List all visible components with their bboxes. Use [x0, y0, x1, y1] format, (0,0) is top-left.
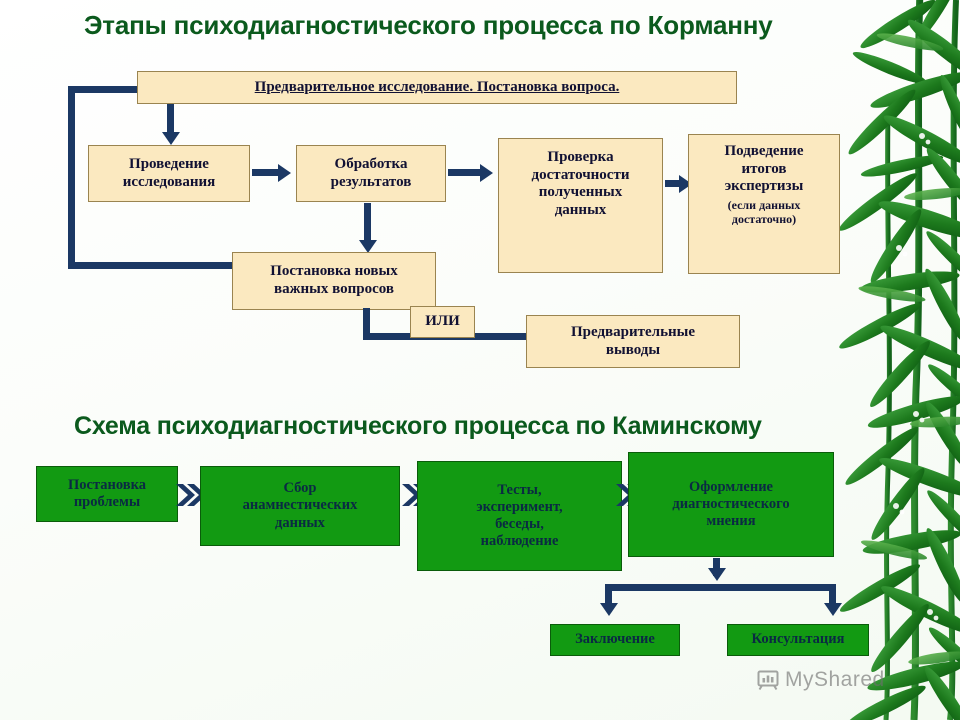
box-process-results-label: Обработка результатов — [330, 155, 412, 190]
arrow-head-process-to-newquestions — [358, 240, 377, 253]
arrow-stem-check-to-summary — [665, 180, 683, 187]
bamboo-plant-decoration — [838, 0, 960, 720]
split-bus-horizontal — [605, 584, 836, 591]
watermark: MyShared — [757, 668, 885, 692]
arrow-head-preliminary-to-conduct — [161, 132, 180, 145]
arrow-stem-preliminary-to-conduct — [167, 104, 174, 134]
box-process-results[interactable]: Обработка результатов — [296, 145, 446, 202]
box-conduct-study-label: Проведение исследования — [122, 155, 216, 190]
box-new-important-questions-label: Постановка новых важных вопросов — [270, 263, 398, 297]
box-problem-statement-label: Постановка проблемы — [68, 476, 146, 510]
arrow-stem-opinion-down — [713, 558, 720, 576]
arrow-head-consultation — [823, 603, 842, 616]
box-consultation[interactable]: Консультация — [727, 624, 869, 656]
box-preliminary-conclusions[interactable]: Предварительные выводы — [526, 315, 740, 368]
box-summary-of-expertise-sublabel: (если данных достаточно) — [727, 198, 801, 227]
box-consultation-label: Консультация — [751, 631, 845, 648]
box-conduct-study[interactable]: Проведение исследования — [88, 145, 250, 202]
connector-newquestions-down — [363, 308, 370, 340]
box-preliminary-study-label: Предварительное исследование. Постановка… — [254, 78, 620, 95]
arrow-head-process-to-check — [480, 163, 493, 182]
arrow-stem-process-to-newquestions — [364, 203, 371, 241]
box-anamnesis-collection[interactable]: Сбор анамнестических данных — [200, 466, 400, 546]
presentation-chart-icon — [757, 670, 779, 691]
box-new-important-questions[interactable]: Постановка новых важных вопросов — [232, 252, 436, 310]
diagram1-title: Этапы психодиагностического процесса по … — [84, 10, 773, 40]
box-diagnostic-opinion[interactable]: Оформление диагностического мнения — [628, 452, 834, 557]
diagram2-title: Схема психодиагностического процесса по … — [74, 412, 762, 440]
arrow-stem-process-to-check — [448, 169, 482, 176]
box-tests-experiment-label: Тесты, эксперимент, беседы, наблюдение — [476, 481, 563, 550]
loop-line-top — [68, 86, 142, 93]
box-diagnostic-opinion-label: Оформление диагностического мнения — [672, 478, 790, 530]
box-anamnesis-collection-label: Сбор анамнестических данных — [242, 480, 358, 531]
arrow-head-opinion-down — [707, 568, 726, 581]
box-summary-of-expertise[interactable]: Подведение итогов экспертизы (если данны… — [688, 134, 840, 274]
box-check-sufficiency-label: Проверка достаточности полученных данных — [531, 149, 630, 219]
box-problem-statement[interactable]: Постановка проблемы — [36, 466, 178, 522]
box-or[interactable]: ИЛИ — [410, 306, 475, 338]
branch-stem-conclusion — [605, 584, 612, 608]
box-conclusion[interactable]: Заключение — [550, 624, 680, 656]
box-check-sufficiency[interactable]: Проверка достаточности полученных данных — [498, 138, 663, 273]
loop-line-bottom — [68, 262, 243, 269]
branch-stem-consultation — [829, 584, 836, 608]
watermark-text: MyShared — [785, 668, 885, 691]
box-tests-experiment[interactable]: Тесты, эксперимент, беседы, наблюдение — [417, 461, 622, 571]
box-summary-of-expertise-label: Подведение итогов экспертизы — [724, 143, 804, 195]
box-conclusion-label: Заключение — [575, 631, 655, 648]
box-preliminary-conclusions-label: Предварительные выводы — [570, 323, 696, 358]
arrow-head-conduct-to-process — [278, 163, 291, 182]
box-or-label: ИЛИ — [425, 313, 460, 330]
box-preliminary-study[interactable]: Предварительное исследование. Постановка… — [137, 71, 737, 104]
loop-line-left — [68, 86, 75, 269]
arrow-stem-conduct-to-process — [252, 169, 280, 176]
arrow-head-conclusion — [599, 603, 618, 616]
